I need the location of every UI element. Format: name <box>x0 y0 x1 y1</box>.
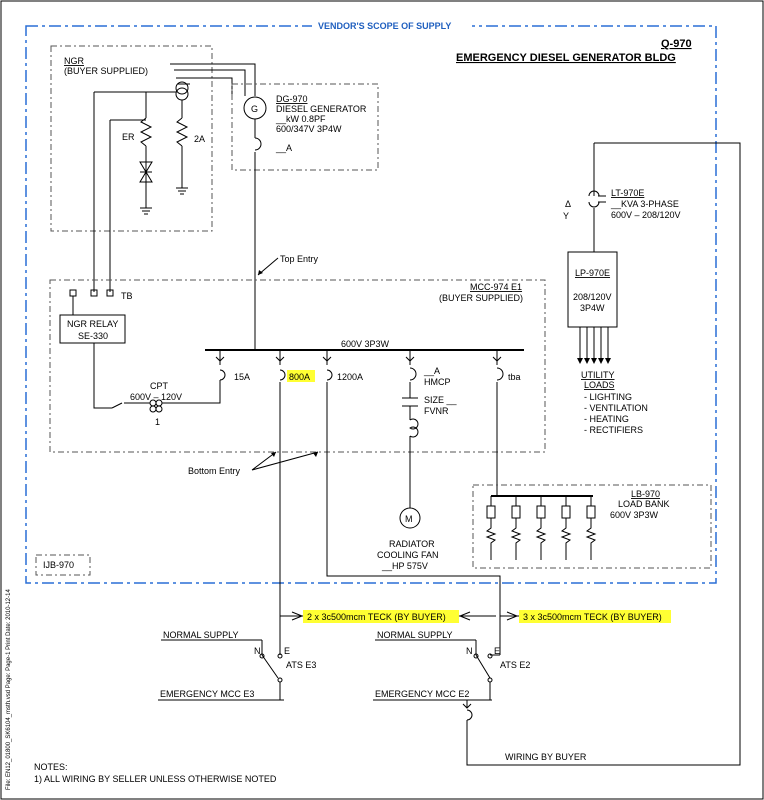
delta-symbol: Δ <box>565 199 571 209</box>
e2-n-label: N <box>466 646 473 656</box>
motor-symbol <box>399 507 421 529</box>
breaker-15a: 15A <box>234 372 250 382</box>
bus-label: 600V 3P3W <box>341 339 390 349</box>
cpt-num: 1 <box>155 417 160 427</box>
lp-line2: 3P4W <box>580 303 605 313</box>
motor-line1: RADIATOR <box>389 539 435 549</box>
cable1-label: 2 x 3c500mcm TECK (BY BUYER) <box>307 612 446 622</box>
e3-n-label: N <box>254 646 261 656</box>
e2-e-label: E <box>494 646 500 656</box>
utility-title1: UTILITY <box>581 370 615 380</box>
utility-item-ventilation: - VENTILATION <box>584 403 648 413</box>
ijb-label: IJB-970 <box>43 560 74 570</box>
generator-line3: 600/347V 3P4W <box>276 124 342 134</box>
utility-title2: LOADS <box>584 380 615 390</box>
generator-breaker-label: __A <box>275 143 292 153</box>
mcc-tag: MCC-974 E1 <box>470 282 522 292</box>
breaker-800a: 800A <box>289 372 310 382</box>
motor-line3: __HP 575V <box>381 561 428 571</box>
ats-e3-tag: ATS E3 <box>286 660 316 670</box>
size-label: SIZE __ <box>424 395 458 405</box>
lp-panel-box <box>567 251 618 328</box>
mcc-sub: (BUYER SUPPLIED) <box>439 293 523 303</box>
tb-label: TB <box>121 291 133 301</box>
ngr-enclosure <box>50 45 213 232</box>
title-tag: Q-970 <box>661 38 692 50</box>
fvnr-label: FVNR <box>424 406 449 416</box>
lb-tag: LB-970 <box>631 489 660 499</box>
hmcp-label: HMCP <box>424 377 451 387</box>
ats-e2-tag: ATS E2 <box>500 660 530 670</box>
breaker-tba: tba <box>508 372 521 382</box>
e3-e-label: E <box>284 646 290 656</box>
relay-line1: NGR RELAY <box>67 319 118 329</box>
file-info: File: EN12_01800_SK6104_msth.vsd Page: P… <box>6 589 12 790</box>
e3-normal-label: NORMAL SUPPLY <box>163 630 239 640</box>
lp-line1: 208/120V <box>573 292 612 302</box>
lp-tag: LP-970E <box>575 268 610 278</box>
utility-item-rectifiers: - RECTIFIERS <box>584 425 643 435</box>
generator-g-label: G <box>251 104 258 114</box>
generator-enclosure <box>231 83 379 171</box>
lt-line1: __KVA 3-PHASE <box>610 199 679 209</box>
mcc-enclosure <box>49 279 546 453</box>
notes-title: NOTES: <box>34 762 68 772</box>
cpt-rating: 600V – 120V <box>130 392 182 402</box>
vendor-scope-boundary <box>25 25 717 584</box>
utility-item-heating: - HEATING <box>584 414 629 424</box>
lt-line2: 600V – 208/120V <box>611 210 681 220</box>
breaker-1200a: 1200A <box>337 372 363 382</box>
ngr-relay-box <box>59 314 126 344</box>
ngr-sub: (BUYER SUPPLIED) <box>64 66 148 76</box>
e2-mcc-label: EMERGENCY MCC E2 <box>375 689 469 699</box>
ngr-resistor-label: 2A <box>194 134 205 144</box>
motor-line2: COOLING FAN <box>377 550 439 560</box>
load-bank-enclosure <box>472 484 712 569</box>
e3-mcc-label: EMERGENCY MCC E3 <box>160 689 254 699</box>
generator-line2: __kW 0.8PF <box>275 114 326 124</box>
lb-line1: LOAD BANK <box>618 499 670 509</box>
generator-line1: DIESEL GENERATOR <box>276 104 367 114</box>
scope-label: VENDOR'S SCOPE OF SUPPLY <box>318 21 451 31</box>
utility-item-lighting: - LIGHTING <box>584 392 632 402</box>
title-name: EMERGENCY DIESEL GENERATOR BLDG <box>456 52 676 64</box>
er-label: ER <box>122 132 135 142</box>
lt-tag: LT-970E <box>611 188 644 198</box>
cpt-label: CPT <box>150 381 169 391</box>
generator-tag: DG-970 <box>276 94 308 104</box>
motor-m: M <box>405 514 413 524</box>
lb-line2: 600V 3P3W <box>610 510 659 520</box>
load-bank-resistors <box>485 496 597 560</box>
cable2-label: 3 x 3c500mcm TECK (BY BUYER) <box>523 612 662 622</box>
relay-line2: SE-330 <box>78 331 108 341</box>
note-1: 1) ALL WIRING BY SELLER UNLESS OTHERWISE… <box>34 774 277 784</box>
ijb-box <box>35 554 91 576</box>
wiring-by-buyer: WIRING BY BUYER <box>505 752 587 762</box>
top-entry-label: Top Entry <box>280 254 319 264</box>
hmcp-a: __A <box>423 366 440 376</box>
bottom-entry-label: Bottom Entry <box>188 466 241 476</box>
wye-symbol: Y <box>563 211 569 221</box>
ngr-label: NGR <box>64 56 85 66</box>
e2-normal-label: NORMAL SUPPLY <box>377 630 453 640</box>
